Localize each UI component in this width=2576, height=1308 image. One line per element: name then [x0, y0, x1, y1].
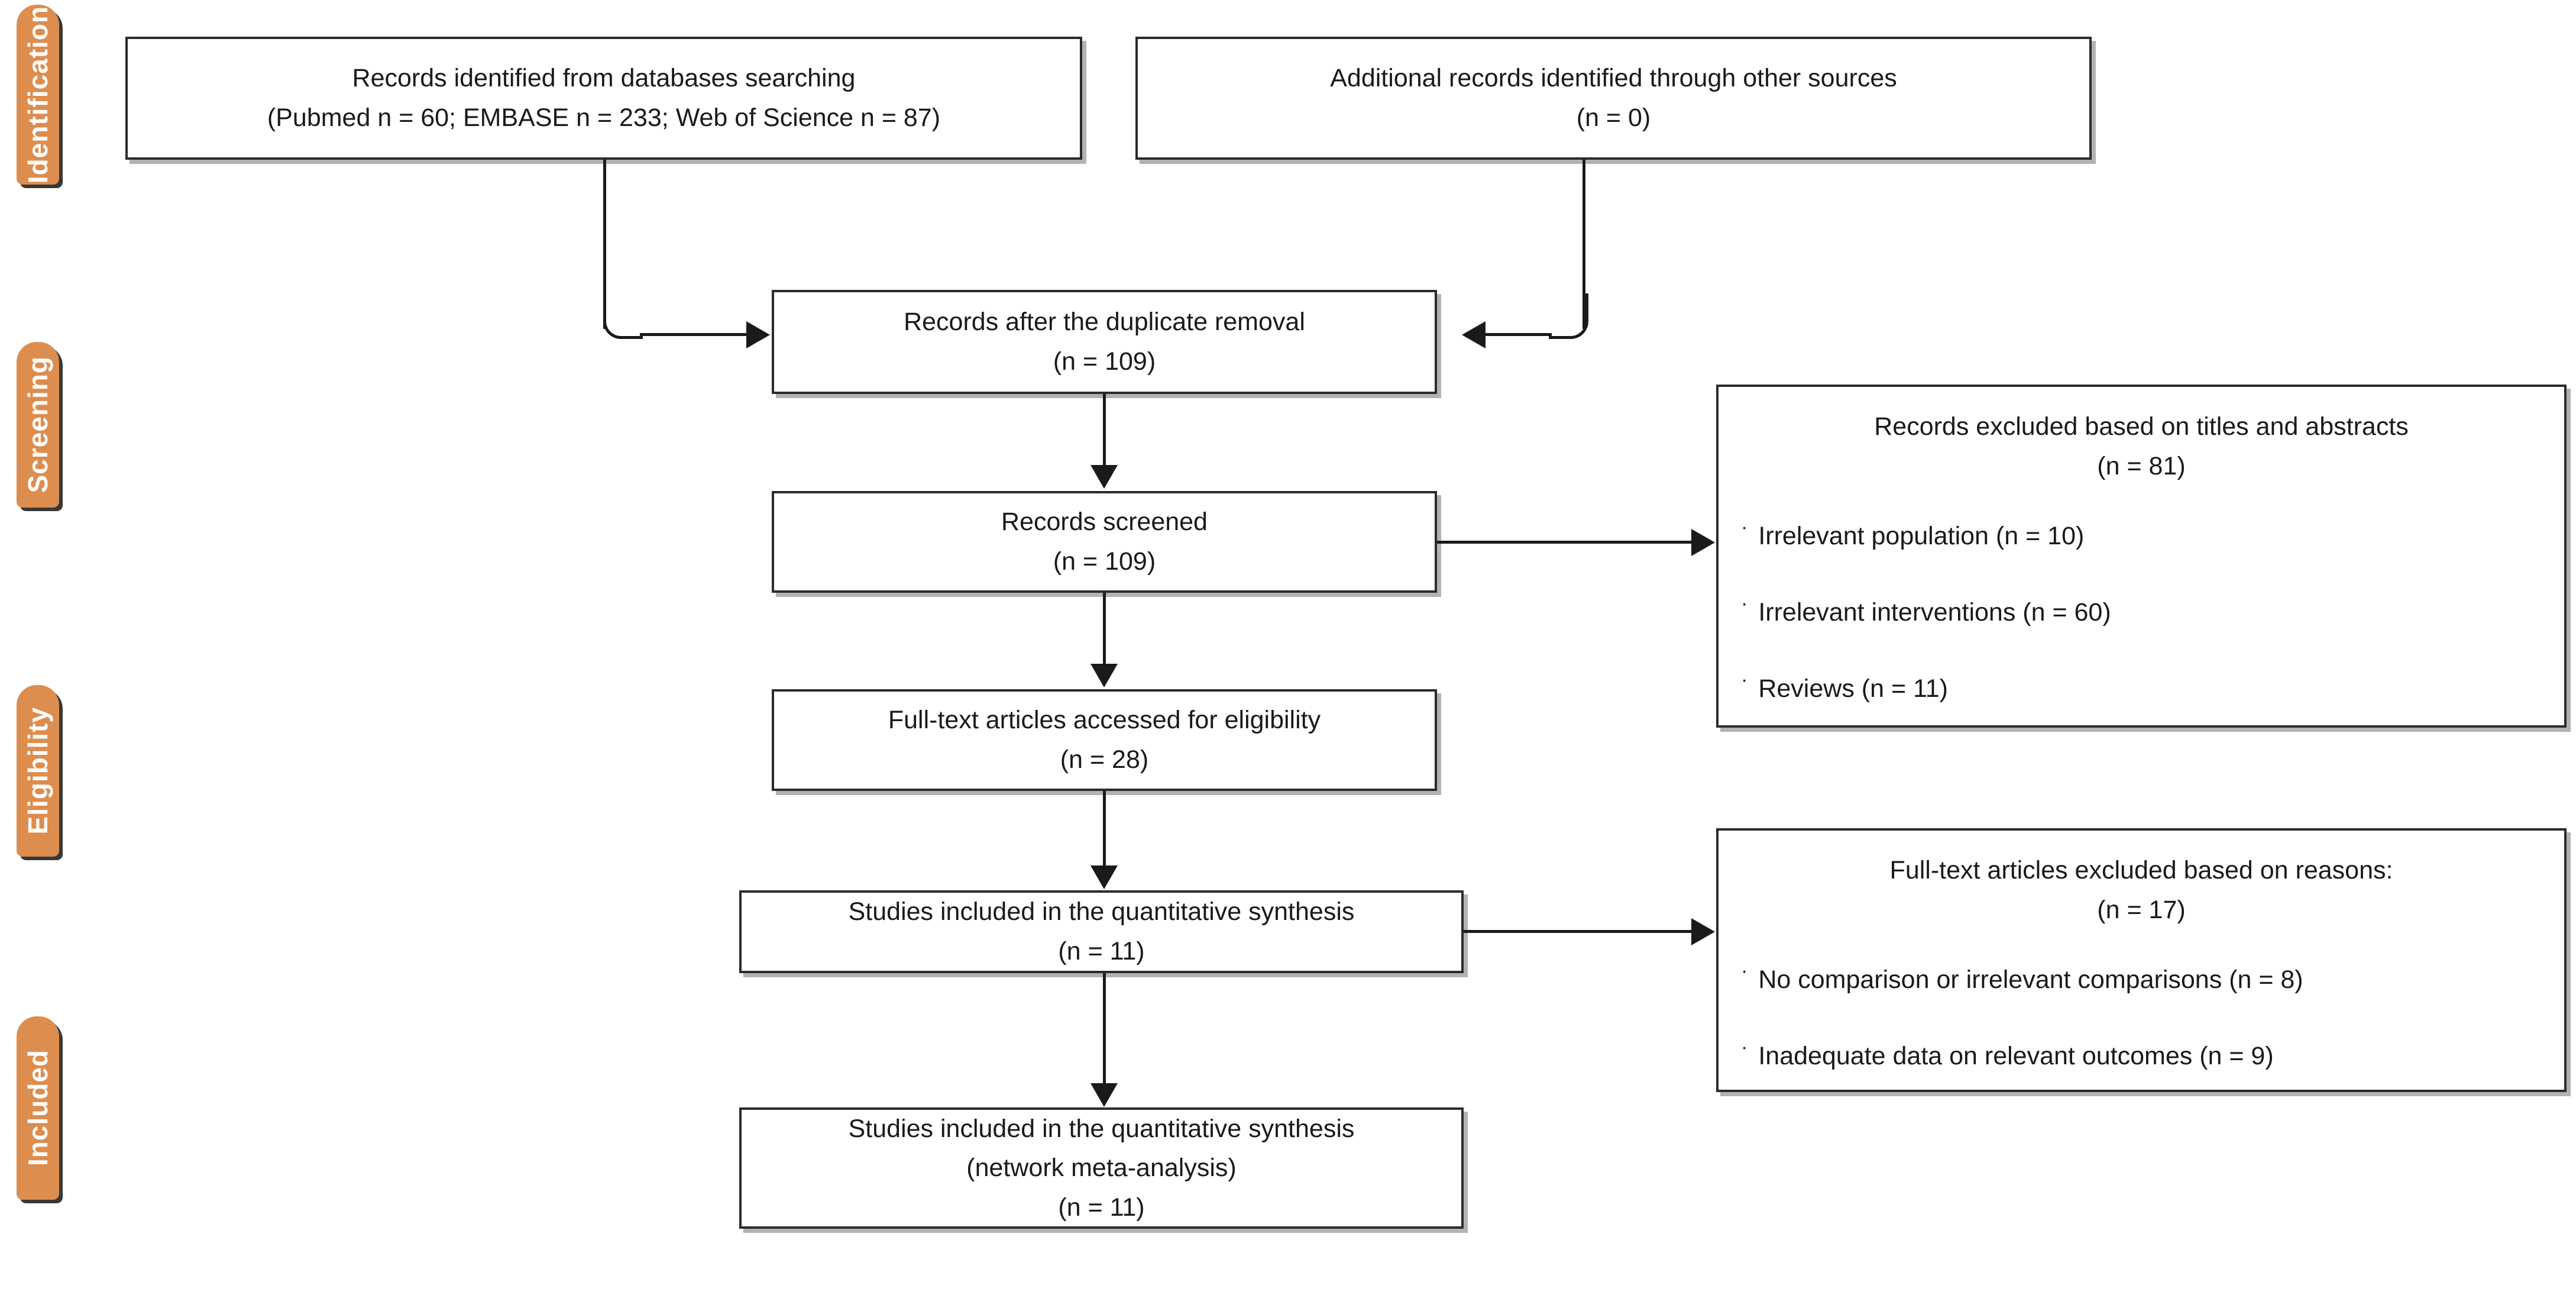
excluded-titles-bullet-list: · Irrelevant population (n = 10) · Irrel… — [1736, 516, 2546, 708]
excluded-fulltext-heading-line1: Full-text articles excluded based on rea… — [1889, 856, 2393, 884]
bullet-marker-icon: · — [1741, 592, 1748, 615]
box-line-1: Records identified from databases search… — [352, 64, 856, 93]
box-studies-network-meta-analysis: Studies included in the quantitative syn… — [739, 1107, 1464, 1229]
connector-synthesis-to-network-arrowhead — [1090, 1083, 1118, 1107]
list-item-label: No comparison or irrelevant comparisons … — [1758, 965, 2303, 994]
stage-tab-label: Identification — [22, 5, 53, 184]
list-item-label: Irrelevant population (n = 10) — [1758, 522, 2085, 551]
list-item: · Irrelevant population (n = 10) — [1741, 516, 2546, 556]
box-line-1: Records screened — [1001, 508, 1208, 537]
list-item: · Irrelevant interventions (n = 60) — [1741, 592, 2546, 632]
box-line-1: Studies included in the quantitative syn… — [848, 1114, 1355, 1143]
box-records-excluded-titles-abstracts: Records excluded based on titles and abs… — [1716, 385, 2567, 728]
list-item: · Reviews (n = 11) — [1741, 668, 2546, 709]
stage-tab-screening: Screening — [17, 342, 59, 508]
bullet-marker-icon: · — [1741, 1035, 1748, 1058]
connector-synthesis-to-excluded — [1464, 930, 1692, 933]
box-line-1: Full-text articles accessed for eligibil… — [888, 706, 1321, 735]
box-line-2: (n = 28) — [1060, 745, 1149, 774]
box-records-screened: Records screened (n = 109) — [772, 491, 1437, 593]
box-line-2: (Pubmed n = 60; EMBASE n = 233; Web of S… — [267, 104, 941, 132]
connector-duplicates-to-screened-arrowhead — [1090, 465, 1118, 489]
list-item: · Inadequate data on relevant outcomes (… — [1741, 1036, 2546, 1076]
connector-other-sources-vertical — [1583, 160, 1585, 329]
box-line-1: Additional records identified through ot… — [1330, 64, 1897, 93]
bullet-marker-icon: · — [1741, 960, 1748, 983]
connector-screened-to-fulltext — [1103, 593, 1106, 665]
box-line-2: (n = 109) — [1053, 547, 1156, 576]
box-line-1: Records after the duplicate removal — [904, 308, 1305, 337]
excluded-titles-heading-line2: (n = 81) — [2097, 451, 2186, 480]
box-additional-records: Additional records identified through ot… — [1135, 37, 2092, 160]
box-line-2: (n = 0) — [1576, 104, 1651, 132]
connector-fulltext-to-synthesis-arrowhead — [1090, 865, 1118, 889]
connector-databases-vertical — [603, 160, 606, 329]
list-item: · No comparison or irrelevant comparison… — [1741, 960, 2546, 1000]
connector-other-sources-horizontal — [1486, 333, 1552, 336]
stage-tab-included: Included — [17, 1016, 59, 1200]
connector-databases-elbow — [603, 293, 643, 339]
stage-tab-eligibility: Eligibility — [17, 685, 59, 857]
stage-tab-label: Included — [22, 1049, 53, 1167]
list-item-label: Inadequate data on relevant outcomes (n … — [1758, 1041, 2274, 1070]
connector-synthesis-to-network — [1103, 973, 1106, 1084]
connector-synthesis-to-excluded-arrowhead — [1691, 918, 1715, 945]
connector-duplicates-to-screened — [1103, 394, 1106, 467]
list-item-label: Irrelevant interventions (n = 60) — [1758, 598, 2111, 626]
box-fulltext-assessed: Full-text articles accessed for eligibil… — [772, 689, 1437, 791]
bullet-marker-icon: · — [1741, 668, 1748, 691]
connector-fulltext-to-synthesis — [1103, 791, 1106, 867]
excluded-titles-heading-line1: Records excluded based on titles and abs… — [1874, 412, 2409, 441]
stage-tab-identification: Identification — [17, 5, 59, 185]
connector-databases-horizontal — [640, 333, 747, 336]
box-line-2: (n = 11) — [1058, 937, 1145, 965]
stage-tab-label: Screening — [22, 356, 53, 493]
connector-other-sources-arrowhead — [1462, 321, 1486, 348]
connector-screened-to-excluded-arrowhead — [1691, 529, 1715, 556]
excluded-fulltext-heading-line2: (n = 17) — [2097, 895, 2186, 924]
box-fulltext-articles-excluded: Full-text articles excluded based on rea… — [1716, 828, 2567, 1092]
list-item-label: Reviews (n = 11) — [1758, 674, 1948, 703]
bullet-marker-icon: · — [1741, 516, 1748, 539]
box-records-after-duplicate-removal: Records after the duplicate removal (n =… — [772, 290, 1437, 394]
connector-screened-to-excluded — [1437, 541, 1692, 544]
box-line-2: (network meta-analysis) — [966, 1154, 1237, 1183]
box-records-from-databases: Records identified from databases search… — [125, 37, 1082, 160]
connector-other-sources-elbow — [1549, 293, 1588, 339]
box-studies-quantitative-synthesis: Studies included in the quantitative syn… — [739, 890, 1464, 973]
box-line-1: Studies included in the quantitative syn… — [848, 897, 1355, 926]
box-line-3: (n = 11) — [1058, 1193, 1145, 1222]
stage-tab-label: Eligibility — [22, 707, 53, 835]
box-line-2: (n = 109) — [1053, 347, 1156, 376]
connector-databases-arrowhead — [746, 321, 770, 348]
excluded-fulltext-bullet-list: · No comparison or irrelevant comparison… — [1736, 960, 2546, 1076]
connector-screened-to-fulltext-arrowhead — [1090, 664, 1118, 687]
